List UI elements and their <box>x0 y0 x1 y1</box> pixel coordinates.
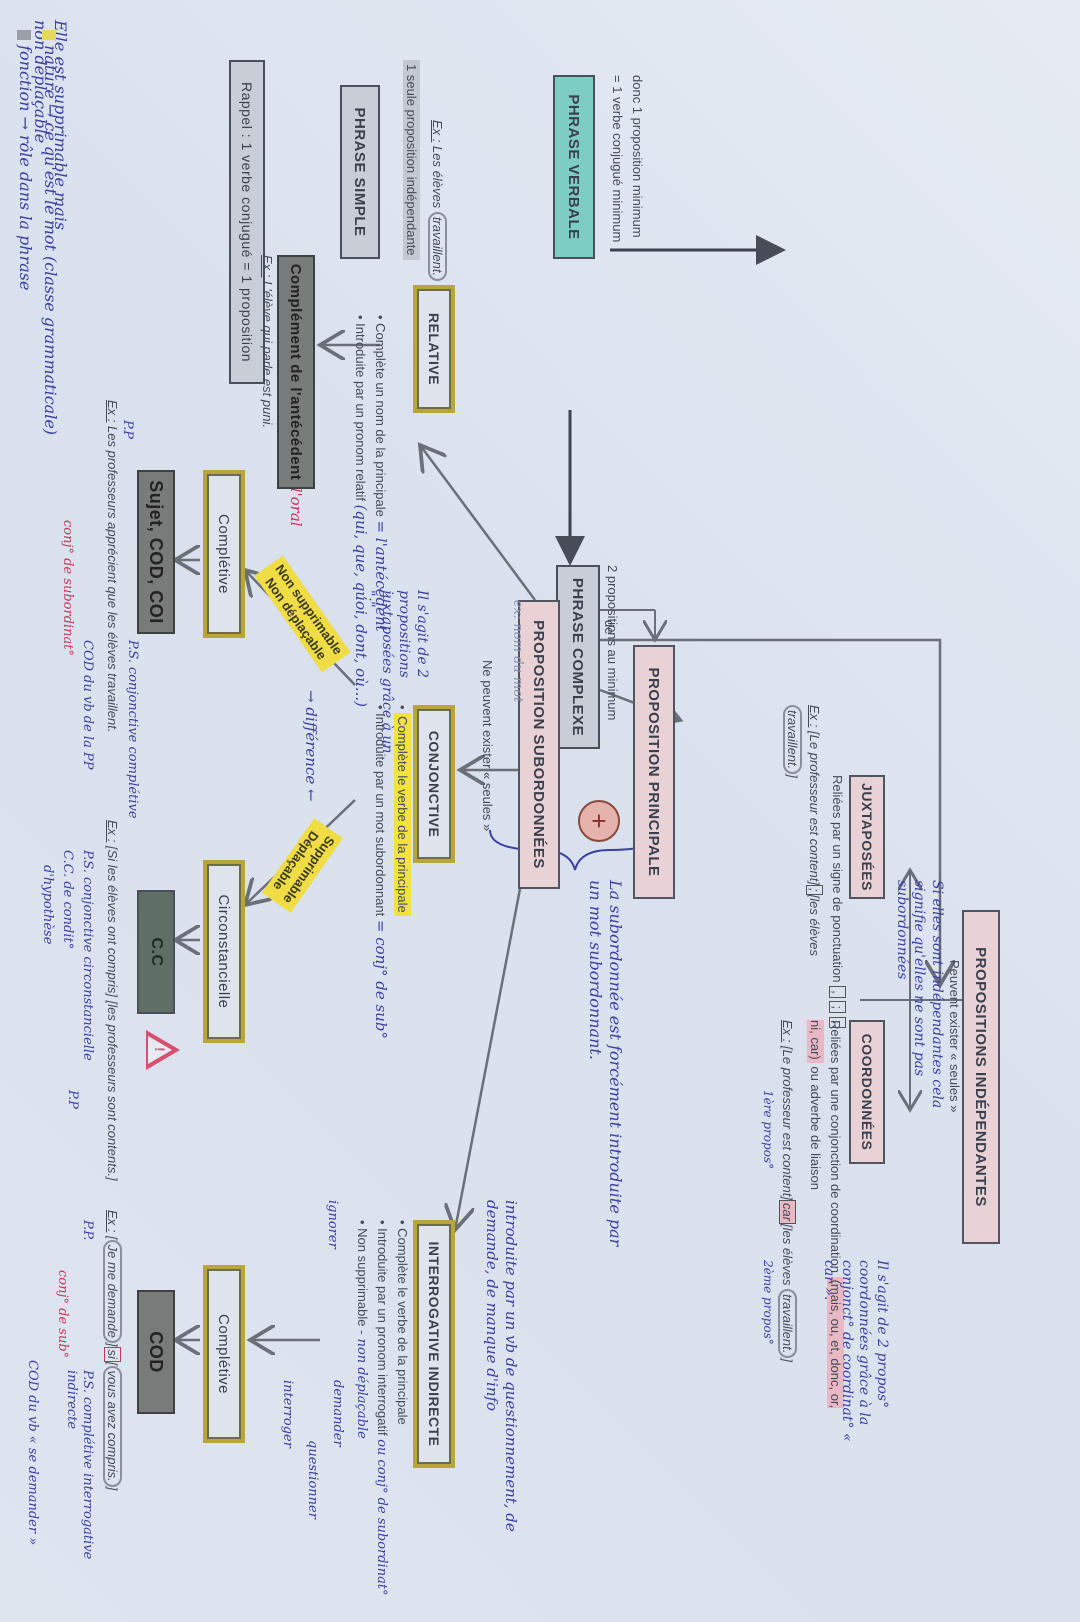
conjonctive-box: CONJONCTIVE <box>413 705 455 863</box>
phrase-simple-example: Ex : Les élèves travaillent. <box>428 120 447 282</box>
relative-box: RELATIVE <box>413 285 455 413</box>
circonstancielle-hyp: d'hypothèse <box>40 865 55 945</box>
circonstancielle-example: Ex : [Si les élèves ont compris] [les pr… <box>105 820 120 1181</box>
completive-cod: COD du vb de la PP <box>80 640 95 770</box>
relative-title: RELATIVE <box>426 312 442 386</box>
coordonnees-example: Ex : [Le professeur est content]car[les … <box>778 1020 797 1362</box>
legend-nature: nature → ce qu'est le mot (classe gramma… <box>40 30 60 435</box>
principale-title: PROPOSITION PRINCIPALE <box>645 667 663 877</box>
relative-example: Ex : L'élève qui parle est puni. <box>260 255 275 429</box>
cc-box: C.C <box>137 890 175 1014</box>
coordonnees-label-1: 1ère propos° <box>761 1090 775 1170</box>
cod-box: COD <box>137 1290 175 1414</box>
independantes-box: PROPOSITIONS INDÉPENDANTES <box>962 910 1000 1244</box>
conjonctive-title: CONJONCTIVE <box>426 730 442 838</box>
principale-de-label: de <box>602 620 617 635</box>
subordonnees-hand-top: ex: nom du mot <box>510 600 525 703</box>
phrase-verbale-title: PHRASE VERBALE <box>565 94 583 240</box>
interrogative-bullet-1: • Complète le verbe de la principale <box>395 1220 410 1425</box>
subordonnees-hand-note: La subordonnée est forcément introduite … <box>586 880 625 1247</box>
cod-title: COD <box>146 1331 167 1373</box>
interrogative-verb-1: ignorer <box>325 1200 340 1249</box>
juxtaposees-title: JUXTAPOSÉES <box>859 783 875 891</box>
difference-note: → différence ← <box>302 690 320 802</box>
completive-box: Complétive <box>203 470 245 638</box>
rappel-text: Rappel : 1 verbe conjugué = 1 propositio… <box>239 81 255 363</box>
cc-title: C.C <box>148 937 165 967</box>
sujet-cod-coi-box: Sujet, COD, COI <box>137 470 175 634</box>
subordonnees-desc: Ne peuvent exister « seules » <box>480 660 495 832</box>
completive-conj: conj° de subordinat° <box>60 520 75 657</box>
phrase-simple-title: PHRASE SIMPLE <box>351 107 369 237</box>
completive-example: Ex : Les professeurs apprécient que les … <box>105 400 120 733</box>
conjonctive-bullet-1: • Complète le verbe de la principale <box>394 705 411 916</box>
juxtaposees-example: Ex : [Le professeur est content];[les él… <box>806 705 823 957</box>
interrogative-example: Ex : [Je me demande]si[vous avez compris… <box>103 1210 122 1491</box>
completive-ps: P.S. conjonctive complétive <box>125 640 140 819</box>
independantes-hand-note: Si elles sont indépendantes cela signifi… <box>894 880 945 1109</box>
phrase-complexe-box: PHRASE COMPLEXE <box>556 565 600 749</box>
independantes-desc: Peuvent exister « seules » <box>947 960 962 1113</box>
juxtaposees-example-verb: travaillent.] <box>783 705 802 778</box>
phrase-simple-desc: 1 seule proposition indépendante <box>403 60 420 260</box>
coordonnees-hand-note: Il s'agit de 2 propos° coordonnées grâce… <box>821 1260 891 1442</box>
circonstancielle-ps: P.S. conjonctive circonstancielle <box>80 850 95 1061</box>
interrogative-conj: conj° de sub° <box>55 1270 70 1359</box>
principale-box: PROPOSITION PRINCIPALE <box>633 645 675 899</box>
circonstancielle-pp: P.P <box>65 1090 80 1109</box>
warning-icon: ! <box>146 1030 180 1070</box>
phrase-verbale-line1: = 1 verbe conjugué minimum <box>610 75 625 243</box>
relative-bullet-2: • Introduite par un pronom relatif (qui,… <box>352 315 370 708</box>
legend-fonction: fonction → rôle dans la phrase <box>15 30 35 290</box>
coordonnees-box: COORDONNÉES <box>849 1020 885 1164</box>
interrogative-pp: P.P. <box>80 1220 95 1241</box>
phrase-verbale-box: PHRASE VERBALE <box>553 75 595 259</box>
interrogative-completive-title: Complétive <box>215 1313 233 1395</box>
juxtaposees-desc: Reliées par un signe de ponctuation , ; … <box>829 775 846 1029</box>
phrase-verbale-line2: donc 1 proposition minimum <box>630 75 645 238</box>
interrogative-verb-2: demander <box>330 1380 345 1447</box>
juxtaposees-box: JUXTAPOSÉES <box>849 775 885 899</box>
interrogative-verb-4: interroger <box>280 1380 295 1448</box>
phrase-simple-box: PHRASE SIMPLE <box>340 85 380 259</box>
circonstancielle-title: Circonstancielle <box>215 894 233 1009</box>
subordonnees-title: PROPOSITION SUBORDONNÉES <box>530 620 548 869</box>
interrogative-ps: P.S. complétive interrogative indirecte <box>63 1370 95 1560</box>
coordonnees-label-2: 2ème propos° <box>761 1260 775 1345</box>
interrogative-hand-top: introduite par un vb de questionnement, … <box>483 1200 520 1532</box>
interrogative-box: INTERROGATIVE INDIRECTE <box>413 1220 455 1468</box>
independantes-title: PROPOSITIONS INDÉPENDANTES <box>972 947 990 1207</box>
plus-icon: + <box>578 800 620 842</box>
circonstancielle-box: Circonstancielle <box>203 860 245 1043</box>
complement-antecedent-box: Complément de l'antécédent <box>277 255 315 489</box>
complement-antecedent-title: Complément de l'antécédent <box>287 263 305 481</box>
interrogative-completive-box: Complétive <box>203 1265 245 1443</box>
interrogative-bullet-2: • Introduite par un pronom interrogatif … <box>374 1220 390 1596</box>
interrogative-cod: COD du vb « se demander » <box>25 1360 40 1546</box>
interrogative-verb-3: questionner <box>305 1440 320 1519</box>
circonstancielle-cc: C.C. de condit° <box>60 850 75 950</box>
phrase-complexe-title: PHRASE COMPLEXE <box>569 577 587 737</box>
completive-title: Complétive <box>215 513 233 595</box>
conjonctive-bullet-2: • Introduite par un mot subordonnant = c… <box>372 705 390 1039</box>
phrase-complexe-desc: 2 propositions au minimum <box>605 565 620 721</box>
completive-pp: P.P <box>120 420 135 439</box>
interrogative-bullet-3: • Non supprimable - non déplaçable <box>354 1220 370 1439</box>
relative-bullet-1: • Complète un nom de la principale = l'a… <box>372 315 390 632</box>
coordonnees-title: COORDONNÉES <box>859 1033 875 1151</box>
interrogative-title: INTERROGATIVE INDIRECTE <box>426 1241 442 1447</box>
sujet-cod-coi-title: Sujet, COD, COI <box>146 480 167 624</box>
